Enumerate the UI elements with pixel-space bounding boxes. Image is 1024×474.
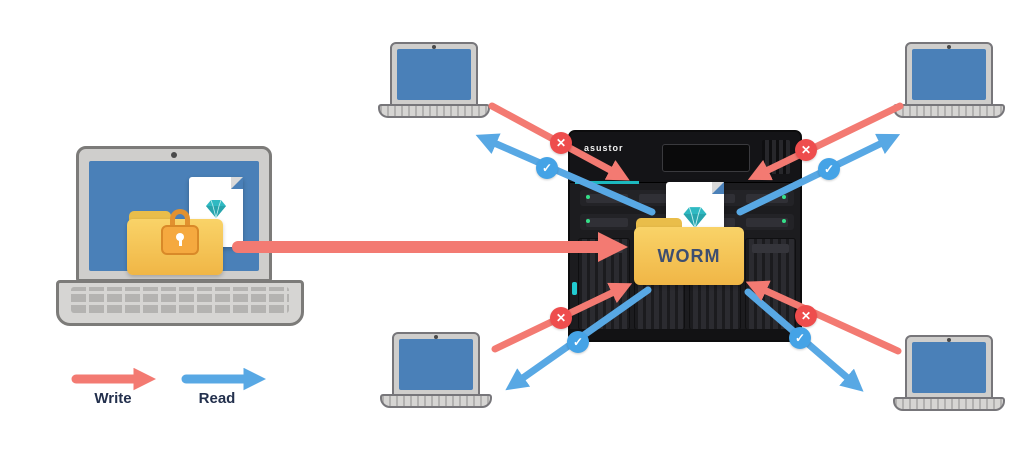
lock-body (161, 225, 199, 255)
laptop-top-left (378, 42, 490, 126)
webcam-icon (432, 45, 436, 49)
nas-slot (746, 217, 789, 227)
nas-slot (639, 193, 682, 203)
nas-drive-tray (744, 238, 796, 330)
client-laptop (56, 146, 304, 328)
webcam-icon (947, 338, 951, 342)
laptop-display (397, 49, 471, 100)
laptop-keyboard (378, 104, 490, 118)
lock-shackle (170, 209, 190, 227)
laptop-screen (392, 332, 480, 396)
nas-device: asustor (568, 130, 802, 342)
write-blocked-badge: ✕ (795, 305, 817, 327)
nas-led (782, 195, 786, 199)
read-allowed-badge: ✓ (818, 158, 840, 180)
laptop-keyboard (893, 397, 1005, 411)
webcam-icon (171, 152, 177, 158)
nas-accent-stripe (575, 181, 639, 184)
nas-led (586, 219, 590, 223)
nas-led (782, 219, 786, 223)
laptop-display (912, 342, 986, 393)
x-icon: ✕ (800, 143, 812, 157)
legend-read-label: Read (198, 390, 236, 407)
read-allowed-badge: ✓ (789, 327, 811, 349)
document-fold (712, 182, 724, 194)
tray-handle (585, 244, 623, 253)
laptop-top-right (893, 42, 1005, 126)
x-icon: ✕ (555, 311, 567, 325)
laptop-keyboard (893, 104, 1005, 118)
webcam-icon (947, 45, 951, 49)
check-icon: ✓ (541, 161, 553, 175)
nas-led (586, 195, 590, 199)
keyhole-icon (176, 233, 184, 246)
laptop-display (399, 339, 473, 390)
nas-lcd-display (662, 144, 750, 172)
laptop-screen (76, 146, 272, 282)
worm-label: WORM (657, 245, 721, 266)
x-icon: ✕ (800, 309, 812, 323)
document-fold (231, 177, 243, 189)
laptop-keyboard (56, 280, 304, 326)
laptop-display (89, 161, 259, 275)
read-allowed-badge: ✓ (536, 157, 558, 179)
worm-folder: WORM (634, 227, 744, 285)
write-blocked-badge: ✕ (550, 307, 572, 329)
laptop-bottom-left (380, 332, 492, 416)
x-icon: ✕ (555, 136, 567, 150)
lock-icon (161, 209, 199, 261)
nas-side-indicator (572, 282, 577, 295)
webcam-icon (434, 335, 438, 339)
check-icon: ✓ (823, 162, 835, 176)
write-blocked-badge: ✕ (550, 132, 572, 154)
nas-slot (585, 193, 628, 203)
tray-handle (751, 244, 789, 253)
laptop-screen (905, 335, 993, 399)
nas-brand-logo: asustor (584, 143, 624, 153)
keyboard-keys (71, 287, 289, 313)
read-allowed-badge: ✓ (567, 331, 589, 353)
check-icon: ✓ (794, 331, 806, 345)
gem-icon (206, 199, 226, 219)
laptop-display (912, 49, 986, 100)
check-icon: ✓ (572, 335, 584, 349)
laptop-keyboard (380, 394, 492, 408)
nas-top-panel: asustor (570, 132, 800, 183)
gem-icon (683, 207, 707, 228)
nas-drive-tray (578, 238, 630, 330)
laptop-screen (390, 42, 478, 106)
nas-slot (585, 217, 628, 227)
write-blocked-badge: ✕ (795, 139, 817, 161)
laptop-bottom-right (893, 335, 1005, 419)
laptop-screen (905, 42, 993, 106)
nas-base (570, 329, 800, 340)
legend-write-label: Write (94, 390, 132, 407)
nas-vent (762, 140, 790, 174)
